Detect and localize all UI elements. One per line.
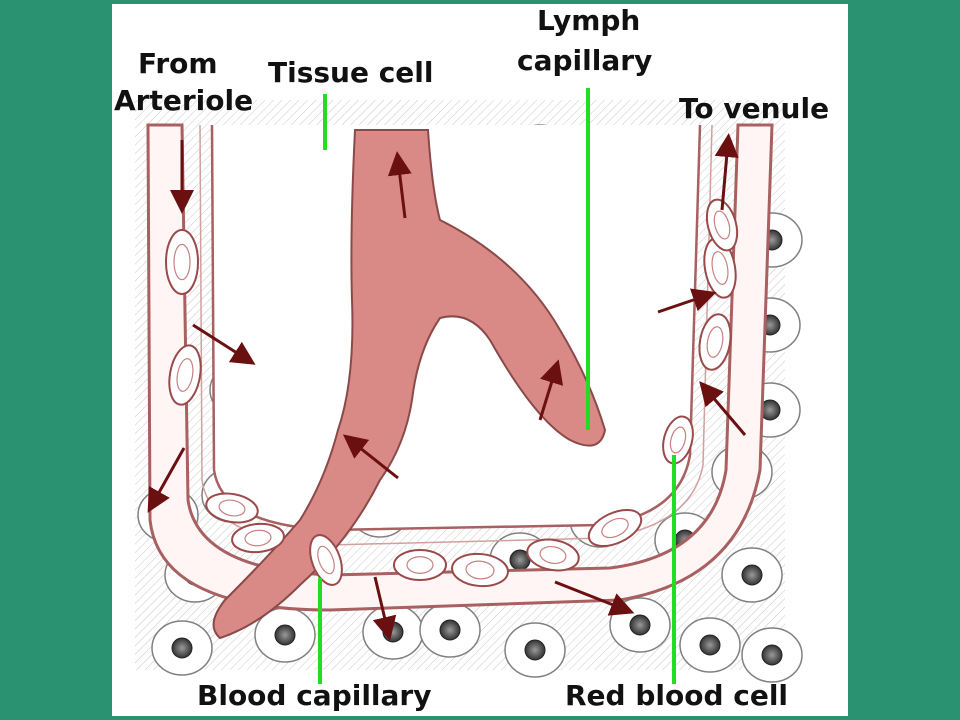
cell-nucleus	[629, 614, 651, 636]
lymph-capillary-label-line2: capillary	[517, 44, 652, 77]
flow-arrow	[554, 580, 635, 616]
tissue-cell-label: Tissue cell	[268, 56, 433, 89]
flow-arrow	[657, 288, 717, 314]
red-blood-cells	[165, 198, 739, 588]
red-blood-cell	[526, 538, 580, 572]
red-blood-cell	[205, 492, 259, 524]
lymph-capillary	[212, 129, 607, 640]
flow-arrow	[192, 323, 256, 365]
cell-nucleus	[524, 639, 546, 661]
red-blood-cell	[309, 534, 343, 586]
red-blood-cell	[231, 522, 285, 554]
tissue-cell	[362, 604, 424, 660]
flow-arrow	[538, 359, 564, 421]
from-arteriole-label-line2: Arteriole	[114, 84, 253, 117]
tissue-cell	[679, 617, 741, 673]
from-arteriole-label-line1: From	[138, 47, 218, 80]
diagram-panel: From Arteriole Tissue cell Lymph capilla…	[112, 4, 848, 716]
tissue-cell	[151, 620, 213, 676]
red-blood-cell	[587, 508, 643, 548]
tissue-cell	[741, 627, 803, 683]
blood-capillary-inner-wall	[210, 124, 702, 532]
to-venule-label: To venule	[679, 92, 829, 125]
tissue-cell	[254, 607, 316, 663]
cell-nucleus	[761, 644, 783, 666]
capillary-diagram: From Arteriole Tissue cell Lymph capilla…	[114, 4, 829, 712]
lymph-capillary-label-line1: Lymph	[537, 4, 640, 37]
flow-arrows	[147, 133, 747, 641]
red-blood-cell	[698, 313, 732, 371]
red-blood-cell	[168, 344, 202, 406]
cell-nucleus	[439, 619, 461, 641]
flow-arrow	[699, 381, 747, 436]
cell-nucleus	[741, 564, 763, 586]
cell-nucleus	[171, 637, 193, 659]
tissue-cell	[419, 602, 481, 658]
flow-arrow	[372, 576, 397, 641]
red-blood-cell	[451, 552, 509, 588]
cell-nucleus	[274, 624, 296, 646]
flow-arrow	[147, 447, 186, 513]
tissue-cell	[721, 547, 783, 603]
red-blood-cell	[165, 229, 199, 295]
flow-arrow	[387, 151, 412, 219]
pointer-lines	[318, 88, 676, 684]
red-blood-cell	[705, 198, 739, 252]
blood-capillary-label: Blood capillary	[197, 679, 432, 712]
flow-arrow	[714, 133, 739, 211]
red-blood-cell	[662, 415, 694, 465]
flow-arrow	[342, 434, 399, 480]
tissue-cell	[504, 622, 566, 678]
cell-nucleus	[699, 634, 721, 656]
red-blood-cell-label: Red blood cell	[565, 679, 788, 712]
red-blood-cell	[393, 549, 447, 581]
